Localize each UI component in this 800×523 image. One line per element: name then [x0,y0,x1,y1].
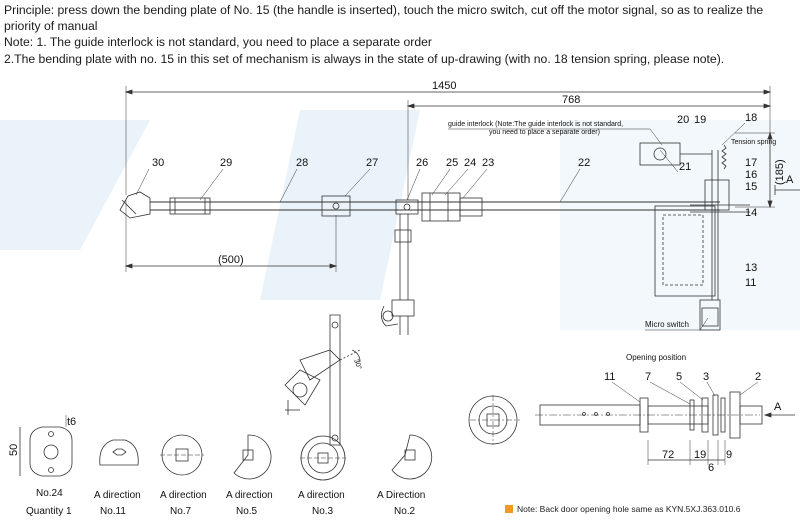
opening-position-shaft [468,381,795,465]
view-a-label-top: A [786,174,794,186]
main-shaft-assembly [119,191,720,222]
note-1: Note: 1. The guide interlock is not stan… [4,35,432,50]
view-a-label-shaft: A [774,401,782,413]
part-11: 11 [745,277,756,289]
dim-9-label: 9 [726,449,732,461]
footnote-swatch [505,505,513,513]
dim-768-label: 768 [562,94,580,106]
footnote: Note: Back door opening hole same as KYN… [505,504,741,514]
view-captions: No.24 Quantity 1 A direction No.11 A dir… [26,488,425,517]
view-caption-no2-line1: A Direction [377,490,425,501]
dimension-500 [124,200,338,272]
part-15: 15 [745,181,757,193]
footnote-text: Note: Back door opening hole same as KYN… [517,504,741,514]
view-caption-no2-line2: No.2 [394,506,416,517]
part-21: 21 [679,161,691,173]
view-caption-no5-line2: No.5 [236,506,258,517]
principle-text: Principle: press down the bending plate … [4,3,764,34]
part-14: 14 [745,207,757,219]
view-a-arrow-top [774,185,800,195]
detail-view-no2 [391,434,433,480]
annotations: guide interlock (Note:The guide interloc… [352,121,794,413]
micro-switch-label: Micro switch [645,320,689,329]
opening-position-label: Opening position [626,353,686,362]
part-24: 24 [464,157,476,169]
detail-view-no7 [160,434,204,476]
view-caption-no3-line2: No.3 [312,506,334,517]
shaft-part-11: 11 [604,371,615,383]
dim-500-label: (500) [218,254,244,266]
view-caption-no7-line2: No.7 [170,506,192,517]
part-22: 22 [578,157,590,169]
view-caption-no11-line1: A direction [94,490,141,501]
part-26: 26 [416,157,428,169]
dimension-1450 [124,86,772,195]
dim-72-label: 72 [662,449,674,461]
guide-interlock-note-1: guide interlock (Note:The guide interloc… [448,121,623,128]
shaft-part-3: 3 [703,371,709,383]
note-2: 2.The bending plate with no. 15 in this … [4,51,725,66]
angle-label: 30° [352,358,363,371]
view-caption-no24-line1: No.24 [36,488,63,499]
dim-19-label: 19 [694,449,706,461]
view-caption-no7-line1: A direction [160,490,207,501]
shaft-part-7: 7 [645,371,651,383]
part-18: 18 [745,112,757,124]
part-13: 13 [745,262,757,274]
part-labels: 30 29 28 27 26 25 24 23 22 21 20 19 18 1… [152,112,761,383]
detail-view-no3 [300,435,346,481]
view-caption-no5-line1: A direction [226,490,273,501]
dim-185-label: (185) [774,159,786,185]
part-25: 25 [446,157,458,169]
part-20: 20 [677,114,689,126]
part-17: 17 [745,157,757,169]
part-27: 27 [366,157,378,169]
notes-block: Principle: press down the bending plate … [4,2,794,67]
part-16: 16 [745,169,757,181]
shaft-part-5: 5 [676,371,682,383]
dim-50-label: 50 [8,444,20,456]
dim-t6-label: t6 [67,416,76,428]
part-leaders [135,122,746,203]
detail-view-no24 [19,415,73,477]
guide-interlock-note-2: you need to place a separate order) [489,129,600,136]
shaft-part-2: 2 [755,371,761,383]
right-box-assembly [639,142,750,331]
watermark [0,110,800,330]
detail-view-no5 [233,434,272,480]
dimension-185 [735,131,775,209]
view-caption-no3-line1: A direction [298,490,345,501]
tension-spring-label: Tension spring [731,139,776,146]
part-23: 23 [482,157,494,169]
dim-1450-label: 1450 [432,80,456,92]
part-29: 29 [220,157,232,169]
part-30: 30 [152,157,164,169]
view-caption-no11-line2: No.11 [100,506,126,517]
dimension-768 [406,100,772,200]
dimension-labels: 1450 768 (500) (185) 72 19 9 6 50 t6 [8,80,786,474]
dim-6-label: 6 [708,462,714,474]
middle-lever-mechanism [284,314,361,446]
vertical-linkage [381,214,415,335]
detail-view-no11 [99,439,139,466]
view-caption-no24-line2: Quantity 1 [26,506,72,517]
part-28: 28 [296,157,308,169]
part-19: 19 [694,114,706,126]
